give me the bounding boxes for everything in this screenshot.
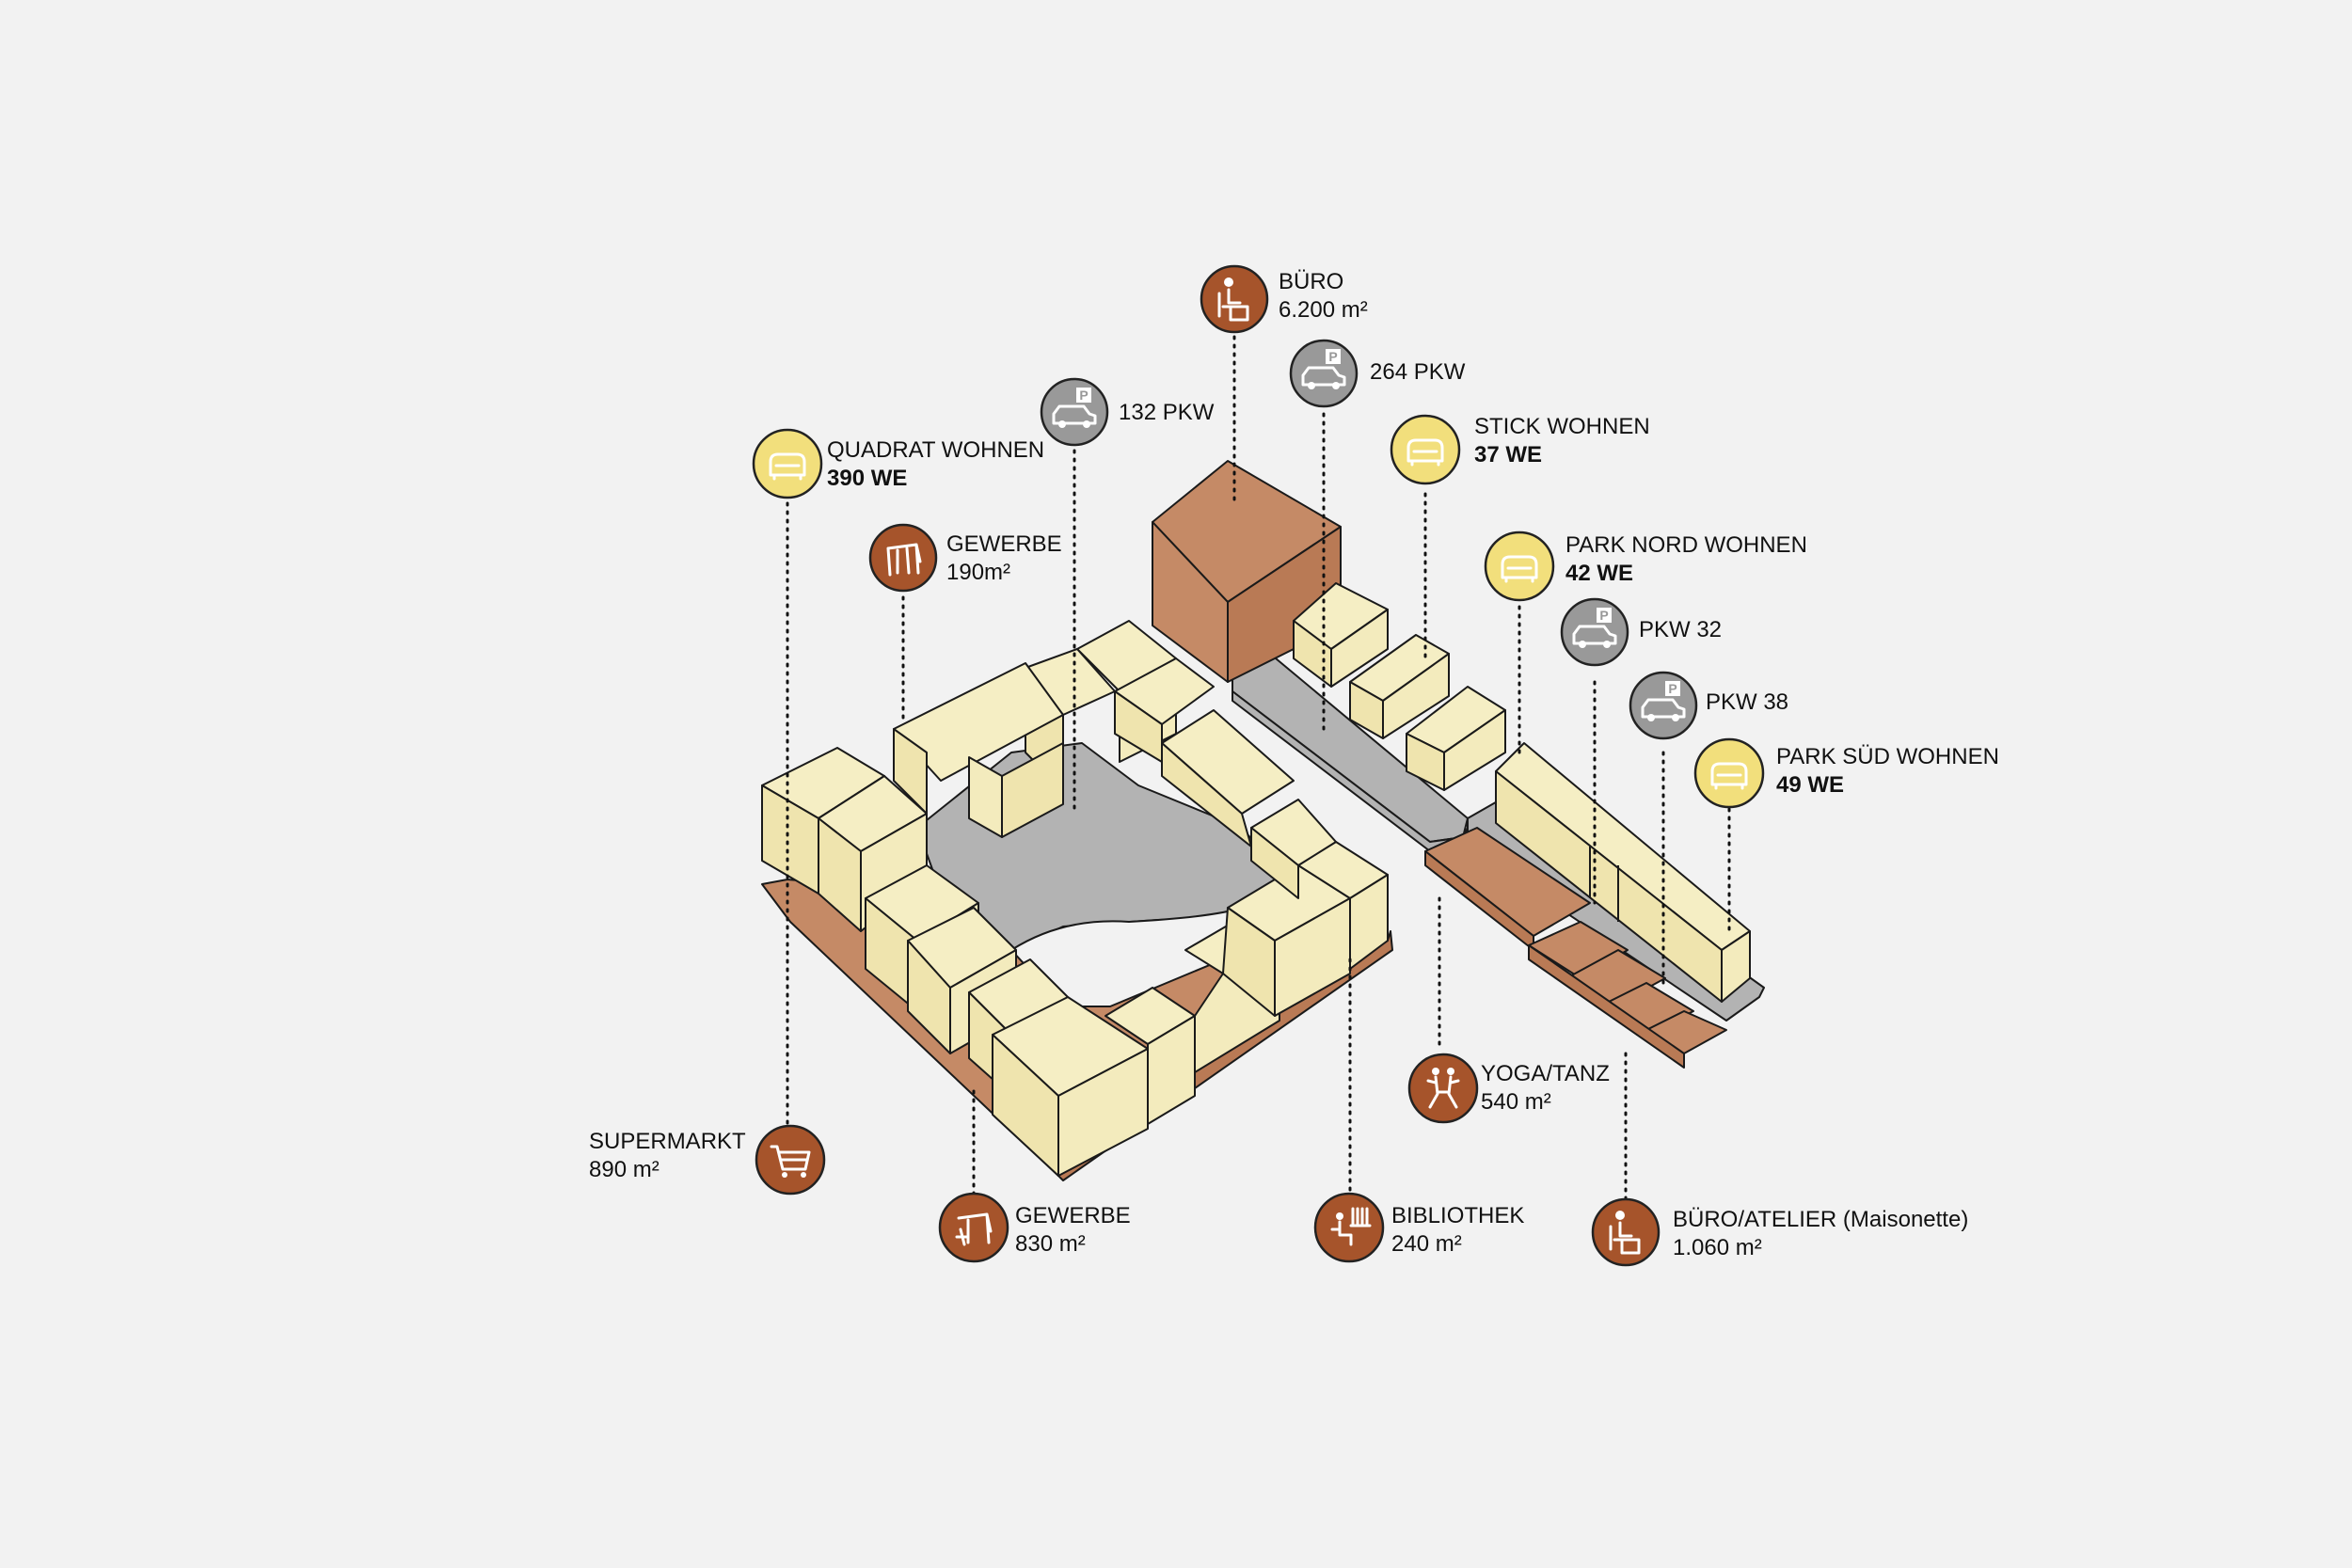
label-buero-title: BÜRO xyxy=(1279,269,1344,294)
label-stick-title: STICK WOHNEN xyxy=(1474,414,1650,439)
label-gewerbe830-area: 830 m² xyxy=(1015,1231,1086,1257)
label-parknord-units: 42 WE xyxy=(1565,561,1634,586)
label-buero: BÜRO 6.200 m² xyxy=(1279,268,1368,325)
label-bibliothek-title: BIBLIOTHEK xyxy=(1391,1203,1525,1228)
svg-text:P: P xyxy=(1079,388,1088,403)
armchair-icon xyxy=(1390,414,1461,485)
label-supermarkt-area: 890 m² xyxy=(589,1157,660,1182)
armchair-icon xyxy=(1484,531,1555,602)
label-yoga: YOGA/TANZ 540 m² xyxy=(1481,1060,1610,1117)
label-yoga-area: 540 m² xyxy=(1481,1089,1551,1115)
label-supermarkt-title: SUPERMARKT xyxy=(589,1129,746,1154)
shopping-cart-icon xyxy=(755,1124,826,1196)
label-parksued-title: PARK SÜD WOHNEN xyxy=(1776,744,1999,769)
library-reader-icon xyxy=(1313,1192,1385,1263)
label-parknord-title: PARK NORD WOHNEN xyxy=(1565,532,1807,558)
label-yoga-title: YOGA/TANZ xyxy=(1481,1061,1610,1086)
buero-stick-block xyxy=(1152,460,1506,852)
park-block xyxy=(1424,742,1765,1069)
parking-car-icon: P xyxy=(1040,377,1109,447)
label-pkw32-title: PKW 32 xyxy=(1639,617,1723,642)
armchair-icon xyxy=(1693,737,1765,809)
label-gewerbe830-title: GEWERBE xyxy=(1015,1203,1131,1228)
label-parknord: PARK NORD WOHNEN 42 WE xyxy=(1565,531,1807,588)
parking-car-icon: P xyxy=(1289,339,1359,408)
svg-text:P: P xyxy=(1668,681,1677,696)
dance-icon xyxy=(1407,1053,1479,1124)
label-pkw132: 132 PKW xyxy=(1119,399,1214,427)
label-buero-area: 6.200 m² xyxy=(1279,297,1368,323)
label-pkw264-title: 264 PKW xyxy=(1370,359,1466,385)
label-gewerbe190: GEWERBE 190m² xyxy=(946,531,1062,587)
label-supermarkt: SUPERMARKT 890 m² xyxy=(589,1128,746,1184)
label-quadrat-title: QUADRAT WOHNEN xyxy=(827,437,1045,463)
svg-text:P: P xyxy=(1328,349,1337,364)
label-quadrat: QUADRAT WOHNEN 390 WE xyxy=(827,436,1044,493)
label-atelier-area: 1.060 m² xyxy=(1673,1235,1762,1260)
leader-lines xyxy=(786,318,1731,1201)
armchair-icon xyxy=(752,428,823,499)
parking-car-icon: P xyxy=(1560,597,1629,667)
label-parksued-units: 49 WE xyxy=(1776,772,1845,798)
shop-awning-icon xyxy=(868,523,938,593)
label-pkw264: 264 PKW xyxy=(1370,358,1465,387)
label-atelier: BÜRO/ATELIER (Maisonette) 1.060 m² xyxy=(1673,1206,1968,1262)
label-gewerbe190-area: 190m² xyxy=(946,560,1011,585)
quadrat-block xyxy=(761,620,1393,1181)
label-quadrat-units: 390 WE xyxy=(827,466,908,491)
label-gewerbe830: GEWERBE 830 m² xyxy=(1015,1202,1131,1259)
label-parksued: PARK SÜD WOHNEN 49 WE xyxy=(1776,743,1999,800)
label-pkw38-title: PKW 38 xyxy=(1706,689,1789,715)
office-icon xyxy=(1200,264,1269,334)
label-stick-units: 37 WE xyxy=(1474,442,1543,467)
hairdresser-icon xyxy=(938,1192,1009,1263)
label-bibliothek: BIBLIOTHEK 240 m² xyxy=(1391,1202,1524,1259)
label-pkw132-title: 132 PKW xyxy=(1119,400,1215,425)
svg-text:P: P xyxy=(1599,608,1608,623)
label-gewerbe190-title: GEWERBE xyxy=(946,531,1062,557)
label-atelier-title: BÜRO/ATELIER (Maisonette) xyxy=(1673,1207,1969,1232)
parking-car-icon: P xyxy=(1629,671,1698,740)
label-bibliothek-area: 240 m² xyxy=(1391,1231,1462,1257)
office-icon xyxy=(1591,1197,1661,1267)
label-pkw32: PKW 32 xyxy=(1639,616,1722,644)
label-stick: STICK WOHNEN 37 WE xyxy=(1474,413,1650,469)
label-pkw38: PKW 38 xyxy=(1706,689,1788,717)
